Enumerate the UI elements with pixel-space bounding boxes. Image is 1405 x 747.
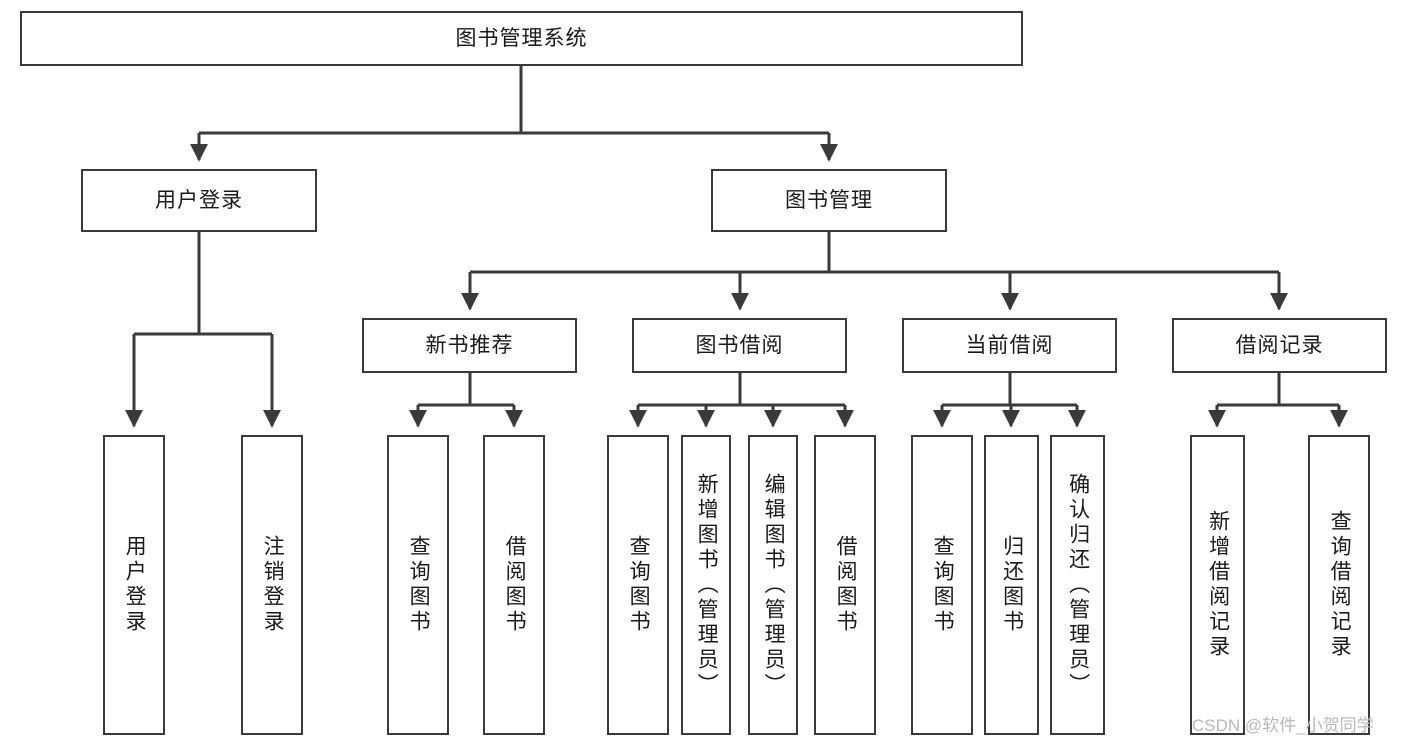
leaf-user-login[interactable]: 用户登录 [103,435,165,735]
leaf-edit-book-admin-label: 编辑图书（管理员） [762,472,786,698]
node-user-login-label: 用户登录 [155,188,243,212]
leaf-add-book-admin-label: 新增图书（管理员） [695,472,719,698]
leaf-return-books[interactable]: 归还图书 [984,435,1039,735]
node-borrow-records[interactable]: 借阅记录 [1172,318,1387,373]
leaf-add-book-admin[interactable]: 新增图书（管理员） [681,435,731,735]
leaf-borrow-books-recommend-label: 借阅图书 [503,535,527,635]
node-new-book-recommend[interactable]: 新书推荐 [362,318,577,373]
node-current-borrow[interactable]: 当前借阅 [902,318,1117,373]
leaf-add-borrow-record-label: 新增借阅记录 [1206,510,1230,660]
node-book-management[interactable]: 图书管理 [711,169,947,232]
leaf-query-borrow-record[interactable]: 查询借阅记录 [1308,435,1370,735]
leaf-logout-label: 注销登录 [261,535,285,635]
leaf-confirm-return-admin-label: 确认归还（管理员） [1066,472,1090,698]
node-new-book-recommend-label: 新书推荐 [425,333,514,357]
leaf-edit-book-admin[interactable]: 编辑图书（管理员） [748,435,798,735]
leaf-query-books-borrow-label: 查询图书 [627,535,651,635]
leaf-query-books-borrow[interactable]: 查询图书 [607,435,669,735]
node-user-login[interactable]: 用户登录 [81,169,317,232]
node-current-borrow-label: 当前借阅 [965,333,1054,357]
node-book-borrow-label: 图书借阅 [695,333,784,357]
leaf-query-borrow-record-label: 查询借阅记录 [1328,510,1352,660]
node-root-label: 图书管理系统 [455,26,588,50]
node-root[interactable]: 图书管理系统 [20,11,1023,66]
node-book-borrow[interactable]: 图书借阅 [632,318,847,373]
leaf-query-books-recommend[interactable]: 查询图书 [387,435,449,735]
leaf-logout[interactable]: 注销登录 [241,435,303,735]
leaf-query-books-recommend-label: 查询图书 [407,535,431,635]
node-borrow-records-label: 借阅记录 [1235,333,1324,357]
leaf-user-login-label: 用户登录 [123,535,147,635]
leaf-borrow-books-recommend[interactable]: 借阅图书 [483,435,545,735]
leaf-query-books-current-label: 查询图书 [931,535,955,635]
leaf-borrow-books[interactable]: 借阅图书 [814,435,876,735]
leaf-confirm-return-admin[interactable]: 确认归还（管理员） [1050,435,1105,735]
watermark: CSDN @软件_小贺同学 [1192,716,1374,735]
leaf-query-books-current[interactable]: 查询图书 [911,435,973,735]
leaf-add-borrow-record[interactable]: 新增借阅记录 [1190,435,1245,735]
node-book-management-label: 图书管理 [785,188,873,212]
leaf-borrow-books-label: 借阅图书 [834,535,858,635]
leaf-return-books-label: 归还图书 [1000,535,1024,635]
